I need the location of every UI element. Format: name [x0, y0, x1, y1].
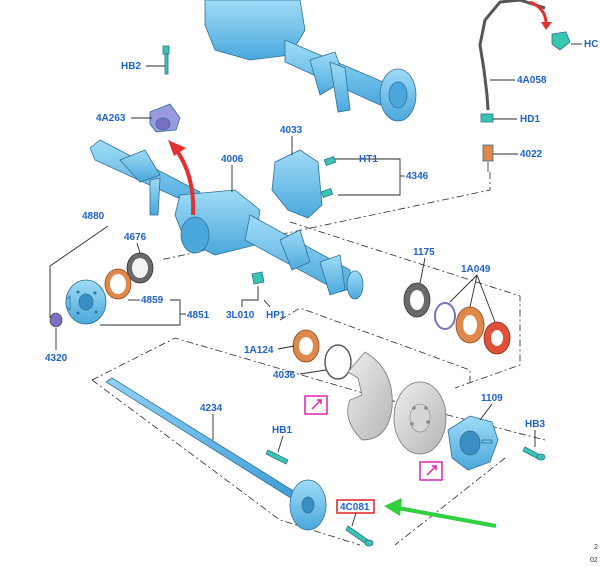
seal-4676	[126, 252, 154, 284]
callout-box-left	[304, 395, 328, 415]
label-4a263: 4A263	[96, 113, 126, 124]
bolt-hb2	[162, 45, 170, 75]
label-hd1: HD1	[520, 114, 540, 125]
label-3l010: 3L010	[226, 310, 255, 321]
vent-hose-4a058	[478, 0, 571, 172]
label-4022: 4022	[520, 149, 543, 160]
cover-bolts-ht1	[320, 155, 337, 199]
label-1a049: 1A049	[461, 264, 491, 275]
label-ht1: HT1	[359, 154, 378, 165]
label-4c081: 4C081	[340, 502, 370, 513]
cap-4320	[49, 312, 63, 328]
bolt-4c081	[345, 525, 374, 547]
backing-plate	[347, 351, 393, 441]
flange-4851	[65, 279, 107, 325]
label-4320: 4320	[45, 353, 68, 364]
ring-1a124	[292, 329, 320, 363]
snap-ring-4036	[324, 344, 352, 380]
ring-1175	[403, 282, 431, 318]
label-4036: 4036	[273, 370, 296, 381]
highlight-box-4c081	[336, 499, 375, 514]
label-1a124: 1A124	[244, 345, 274, 356]
label-hb1: HB1	[272, 425, 292, 436]
differential-cover-4033	[271, 149, 323, 219]
label-hp1: HP1	[266, 310, 286, 321]
bearing-1a049	[434, 302, 511, 355]
green-arrow	[384, 498, 497, 528]
bolt-hb1	[265, 449, 289, 465]
label-4851: 4851	[187, 310, 210, 321]
label-4a058: 4A058	[517, 75, 547, 86]
bracket-4a263	[149, 103, 181, 133]
axle-shaft-4234	[105, 377, 327, 531]
label-4033: 4033	[280, 125, 303, 136]
label-1109: 1109	[481, 393, 503, 404]
label-hc: HC	[584, 39, 598, 50]
gasket-4859	[104, 268, 132, 300]
bolt-3l010	[251, 271, 265, 285]
leader-lines	[49, 43, 582, 527]
red-arrows	[168, 0, 552, 216]
label-hb3: HB3	[525, 419, 545, 430]
hub-1109	[447, 415, 499, 471]
label-4234: 4234	[200, 403, 223, 414]
footer-line1: 2	[594, 544, 598, 551]
label-1175: 1175	[413, 247, 435, 258]
label-4880: 4880	[82, 211, 105, 222]
label-4676: 4676	[124, 232, 147, 243]
callout-box-right	[419, 461, 443, 481]
bolt-hb3	[522, 446, 546, 461]
footer-line2: 02	[590, 557, 598, 564]
label-hb2: HB2	[121, 61, 141, 72]
axle-housing-4006	[89, 139, 364, 300]
brake-rotor	[393, 381, 447, 455]
label-4859: 4859	[141, 295, 164, 306]
label-4006: 4006	[221, 154, 244, 165]
label-4346: 4346	[406, 171, 429, 182]
upper-axle-assembly	[204, 0, 417, 122]
